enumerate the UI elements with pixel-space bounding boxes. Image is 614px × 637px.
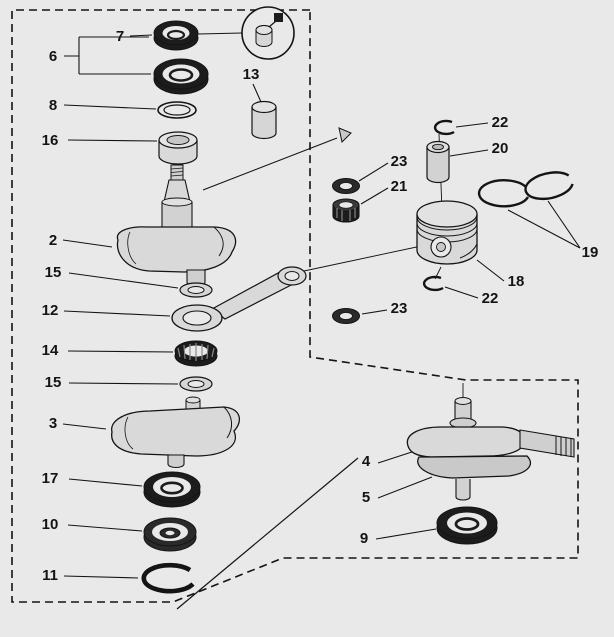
part-connecting-rod-12 xyxy=(171,266,307,332)
callout-4: 4 xyxy=(362,453,371,470)
part-collar-16 xyxy=(158,131,198,165)
callout-9: 9 xyxy=(360,530,368,547)
part-oil-seal-10 xyxy=(143,517,197,552)
callout-23-bottom: 23 xyxy=(391,300,408,317)
part-bearing-small-7 xyxy=(153,20,199,51)
callout-14: 14 xyxy=(42,342,59,359)
callout-17: 17 xyxy=(42,470,59,487)
part-piston-pin-20 xyxy=(426,140,450,184)
part-needle-cage-14 xyxy=(174,340,218,367)
callout-22-bottom: 22 xyxy=(482,290,499,307)
callout-19: 19 xyxy=(582,244,599,261)
part-taper-key xyxy=(338,127,352,144)
part-crankshaft-lower-3 xyxy=(111,396,241,469)
part-needle-bearing-21 xyxy=(332,198,360,223)
part-circlip-22-bottom xyxy=(422,275,444,292)
part-circlip-22-top xyxy=(433,119,455,136)
callout-21: 21 xyxy=(391,178,408,195)
part-crankshaft-upper-2 xyxy=(116,164,237,287)
part-bearing-large-6 xyxy=(153,58,209,95)
callout-23-top: 23 xyxy=(391,153,408,170)
part-bearing-9 xyxy=(436,506,498,545)
part-dowel-pin-13 xyxy=(251,100,277,140)
part-crank-web-5 xyxy=(417,455,532,501)
callout-18: 18 xyxy=(508,273,525,290)
callout-labels: 7 6 8 16 13 2 15 12 14 15 3 17 10 11 22 … xyxy=(42,28,599,584)
callout-22-top: 22 xyxy=(492,114,509,131)
callout-20: 20 xyxy=(492,140,509,157)
part-washer-15-lower xyxy=(179,376,213,392)
callout-15-lower: 15 xyxy=(45,374,62,391)
callout-8: 8 xyxy=(49,97,57,114)
part-washer-8 xyxy=(157,101,197,119)
callout-6: 6 xyxy=(49,48,57,65)
callout-11: 11 xyxy=(42,567,58,584)
callout-12: 12 xyxy=(42,302,59,319)
detail-circle-snap-ring xyxy=(241,6,295,60)
callout-3: 3 xyxy=(49,415,57,432)
part-piston-18 xyxy=(416,200,478,265)
callout-16: 16 xyxy=(42,132,59,149)
callout-5: 5 xyxy=(362,489,370,506)
callout-2: 2 xyxy=(49,232,57,249)
part-piston-rings-19 xyxy=(477,171,574,208)
callout-13: 13 xyxy=(243,66,260,83)
assembly-boundary xyxy=(11,9,579,603)
part-washer-15-upper xyxy=(179,282,213,298)
callout-7: 7 xyxy=(116,28,124,45)
part-washer-23-bottom xyxy=(332,308,360,324)
part-circlip-11 xyxy=(141,562,195,594)
callout-15-upper: 15 xyxy=(45,264,62,281)
callout-10: 10 xyxy=(42,516,59,533)
leader-lines xyxy=(62,32,581,610)
part-crank-assembly-4 xyxy=(406,397,575,458)
part-washer-23-top xyxy=(332,178,360,194)
part-bearing-17 xyxy=(143,471,201,508)
